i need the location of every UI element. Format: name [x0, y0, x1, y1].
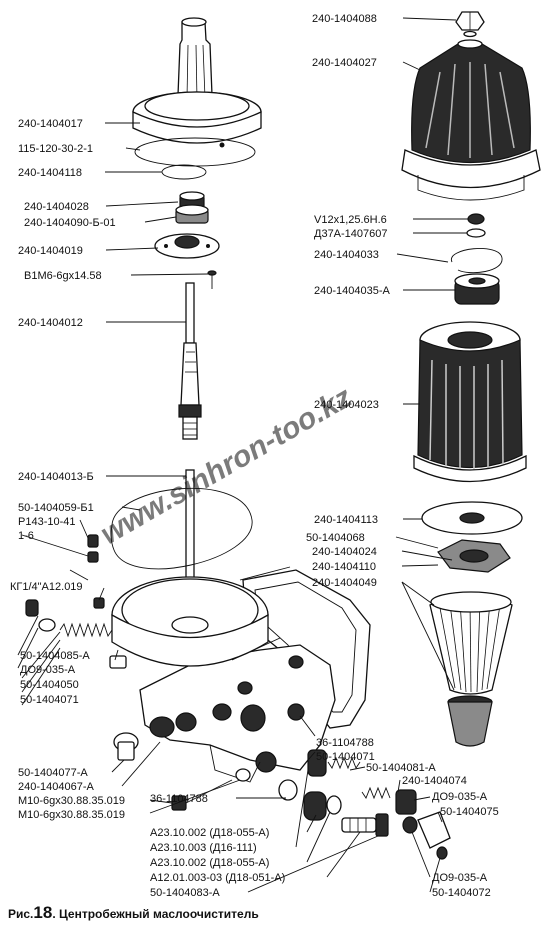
nozzle-cone [447, 695, 493, 747]
caption-number: 18 [33, 903, 52, 922]
part-label: А23.10.002 (Д18-055-А) [150, 827, 269, 839]
hex-nut [467, 213, 485, 225]
rotor-cap-part [132, 17, 262, 148]
part-label: 50-1404085-А [20, 650, 90, 662]
part-label: 240-1404118 [18, 167, 82, 179]
flange-part [154, 233, 220, 259]
part-label: Д37А-1407607 [314, 228, 388, 240]
part-label: 50-1404068 [306, 532, 365, 544]
labels-right: 240-1404088 240-1404027 V12х1,25.6Н.6 Д3… [306, 13, 499, 899]
rotor-cover [401, 39, 541, 201]
flat-washer [421, 501, 523, 535]
washer [466, 228, 486, 238]
part-label: ДО9-035-А [20, 664, 76, 676]
part-label: 240-1404049 [312, 577, 377, 589]
bearing [454, 273, 500, 305]
part-label: 1-6 [18, 530, 34, 542]
part-label: М10-6gх30.88.35.019 [18, 795, 125, 807]
snap-ring [451, 248, 503, 274]
figure-caption: Рис.18. Центробежный маслоочиститель [8, 903, 259, 922]
part-label: А12.01.003-03 (Д18-051-А) [150, 872, 285, 884]
part-label: 50-1404083-А [150, 887, 220, 899]
acorn-nut [455, 11, 485, 38]
part-label: 240-1404024 [312, 546, 377, 558]
drain-plug [113, 732, 139, 761]
lock-ring [161, 164, 207, 180]
part-label: КГ1/4"А12.019 [10, 581, 83, 593]
part-label: ДО9-035-А [432, 872, 488, 884]
filter-housing [111, 569, 371, 783]
part-label: Р143-10-41 [18, 516, 76, 528]
rotor-shaft [178, 282, 202, 440]
part-label: ДО9-035-А [432, 791, 488, 803]
part-label: А23.10.002 (Д18-055-А) [150, 857, 269, 869]
part-label: А23.10.003 (Д16-111) [150, 842, 257, 854]
part-label: 115-120-30-2-1 [18, 143, 93, 155]
part-label: 50-1404081-А [366, 762, 436, 774]
rotor-body [413, 321, 527, 483]
bushing-part [175, 204, 209, 224]
part-label: 36-1104788 [316, 737, 374, 749]
plug-part [25, 599, 56, 632]
filter-screen [429, 591, 513, 695]
part-label: В1М6-6gх14.58 [24, 270, 102, 282]
part-label: 240-1404028 [24, 201, 89, 213]
part-label: 50-1404071 [20, 694, 79, 706]
part-label: 240-1404033 [314, 249, 379, 261]
part-label: М10-6gх30.88.35.019 [18, 809, 125, 821]
part-label: V12х1,25.6Н.6 [314, 214, 387, 226]
labels-left: 240-1404017 115-120-30-2-1 240-1404118 2… [10, 118, 285, 899]
part-label: 240-1404074 [402, 775, 467, 787]
part-label: 240-1404110 [312, 561, 376, 573]
part-label: 50-1404077-А [18, 767, 88, 779]
part-label: 240-1404013-Б [18, 471, 94, 483]
valve-assembly [278, 749, 451, 860]
caption-text: . Центробежный маслоочиститель [52, 907, 258, 921]
part-label: 240-1404019 [18, 245, 83, 257]
caption-prefix: Рис. [8, 907, 33, 921]
part-label: 240-1404067-А [18, 781, 95, 793]
part-label: 240-1404023 [314, 399, 379, 411]
part-label: 50-1404075 [440, 806, 499, 818]
part-label: 240-1404035-А [314, 285, 391, 297]
impeller-disc [437, 539, 511, 573]
part-label: 240-1404090-Б-01 [24, 217, 116, 229]
large-gasket [110, 487, 253, 570]
screw-part [207, 270, 217, 289]
part-label: 240-1404027 [312, 57, 377, 69]
leader-lines [17, 17, 468, 893]
part-label: 240-1404113 [314, 514, 378, 526]
part-label: 50-1404059-Б1 [18, 502, 94, 514]
part-label: 50-1404072 [432, 887, 491, 899]
part-label: 50-1404071 [316, 751, 375, 763]
part-label: 50-1404050 [20, 679, 79, 691]
part-label: 240-1404017 [18, 118, 83, 130]
part-label: 36-1104788 [150, 793, 208, 805]
mounting-bolts [171, 768, 251, 811]
part-label: 240-1404088 [312, 13, 377, 25]
part-label: 240-1404012 [18, 317, 83, 329]
small-fittings [69, 534, 105, 609]
spring-left [59, 622, 127, 669]
